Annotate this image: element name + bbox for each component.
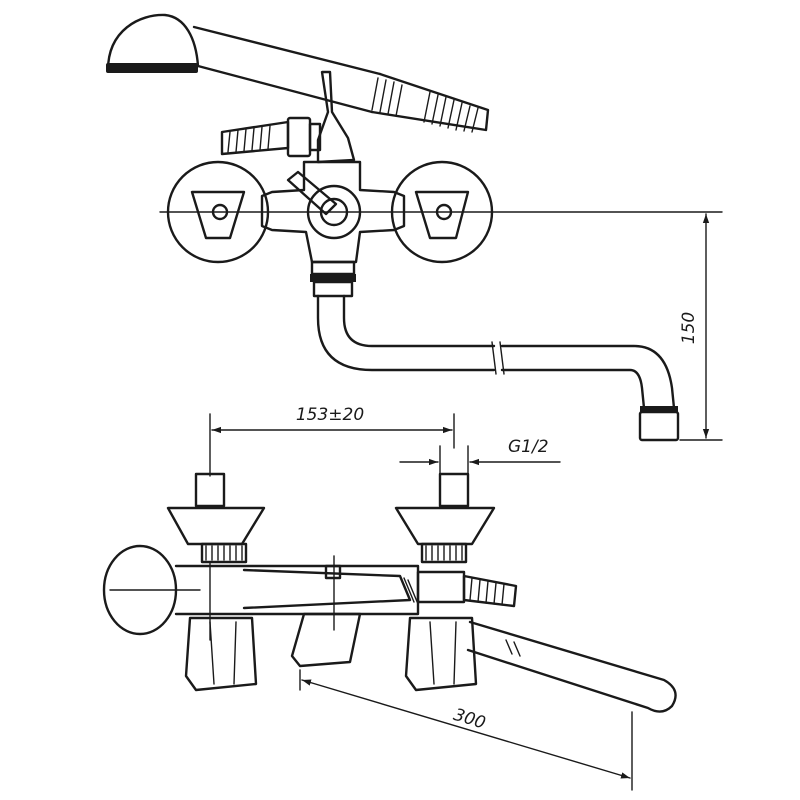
spout-nut [310,260,356,298]
height-dimension: 150 [679,213,723,441]
spacing-dimension: 153±20 [209,405,455,477]
spout [316,294,680,442]
length-dimension: 300 [299,669,633,791]
right-inlet [394,472,496,564]
diverter-knob [286,170,362,240]
hose-side [466,620,677,713]
diverter-lever [290,612,362,668]
hose-connector-side [416,570,518,608]
lower-handles [184,616,478,692]
shower-head [106,13,200,73]
mixer-body [260,160,406,264]
height-dimension-label: 150 [679,312,699,344]
thread-dimension: G1/2 [399,437,561,475]
thread-dimension-label: G1/2 [508,437,549,457]
front-view: 150 [106,13,723,442]
hose-connector [220,116,322,158]
shower-head-side [102,544,201,636]
spacing-dimension-label: 153±20 [296,405,364,425]
plan-view: 153±20 G1/2 [102,405,677,791]
body-bar [174,555,420,641]
diverter-spike [316,70,356,164]
left-inlet [166,472,266,564]
length-dimension-label: 300 [451,705,488,734]
shower-hose [192,25,490,133]
